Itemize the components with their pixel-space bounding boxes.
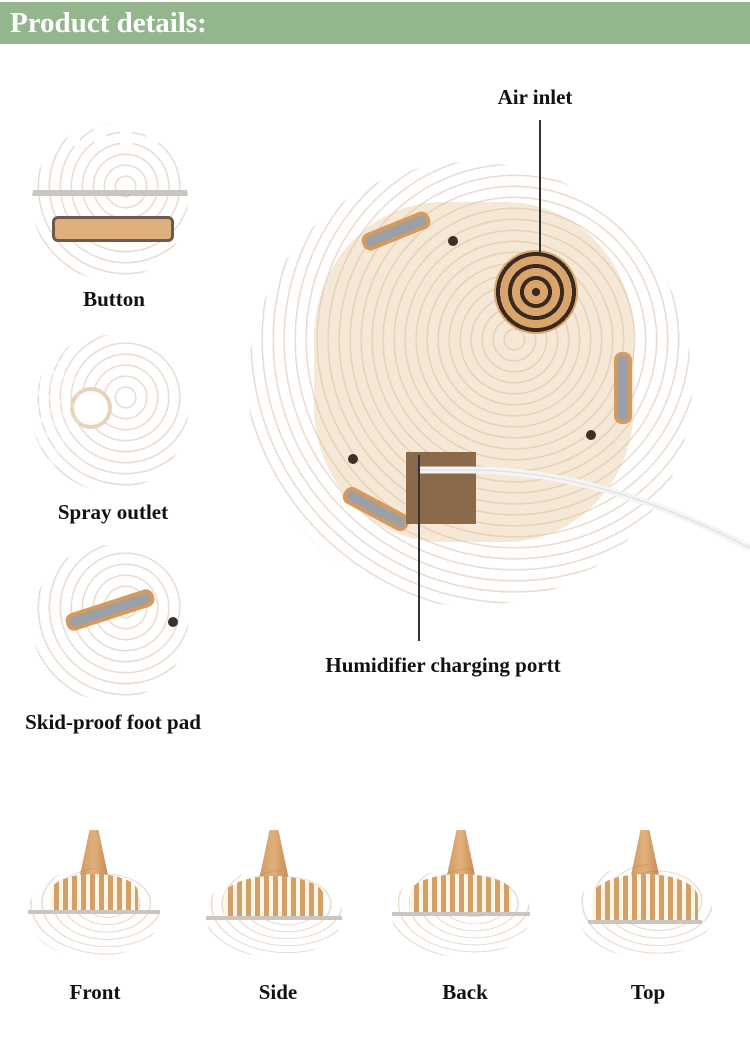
foot-pad-detail-image [32,545,188,701]
view-front-image [28,830,160,960]
air-inlet-grille [494,250,578,334]
button-detail-image [32,124,188,280]
view-top-image [578,830,712,960]
detail-label-skid-proof-foot-pad: Skid-proof foot pad [25,710,201,734]
detail-label-button: Button [83,287,145,311]
view-label-top: Top [630,980,666,1004]
callout-line-charging-port [418,455,420,641]
view-label-back: Back [442,980,488,1004]
spray-outlet-detail-image [32,335,188,491]
detail-label-spray-outlet: Spray outlet [57,500,169,524]
section-title: Product details: [10,7,207,39]
view-label-front: Front [69,980,121,1004]
section-header: Product details: [0,2,750,44]
callout-line-air-inlet [539,120,541,252]
view-back-image [392,830,530,960]
view-label-side: Side [258,980,298,1004]
charging-port [406,452,476,524]
view-side-image [206,830,342,960]
callout-air-inlet: Air inlet [497,85,573,109]
diffuser-bottom-image [248,162,692,606]
callout-charging-port: Humidifier charging portt [325,653,561,677]
